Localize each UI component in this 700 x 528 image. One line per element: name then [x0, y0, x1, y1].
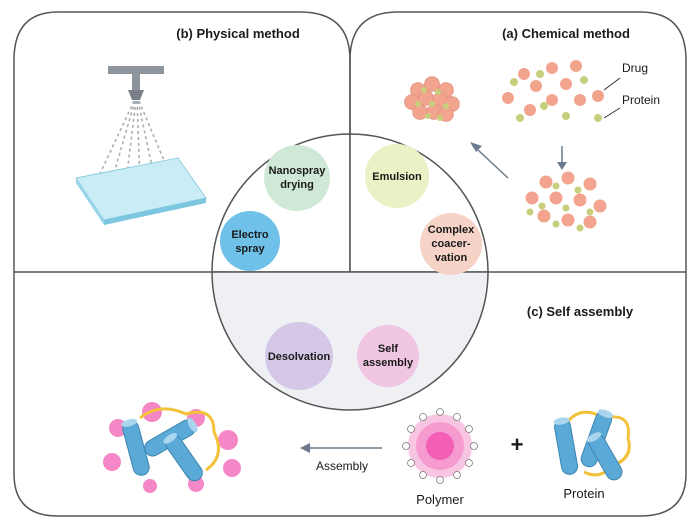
panel-physical-border: [13, 11, 351, 272]
spray-head: [108, 66, 164, 74]
method-electrospray: Electro spray: [220, 211, 280, 271]
down-arrow: [557, 146, 567, 170]
spray-stem: [132, 74, 140, 90]
polymer-micelle: [402, 408, 478, 484]
self-line2: assembly: [363, 357, 414, 369]
nanospray-line2: drying: [280, 179, 314, 191]
method-desolvation: Desolvation: [265, 322, 333, 390]
panel-chemical-border: [349, 11, 687, 272]
method-complex-coacervation: Complex coacer- vation: [420, 213, 482, 275]
drug-pointer: [603, 77, 621, 91]
nanospray-line1: Nanospray: [269, 165, 327, 177]
spray-nozzle: [128, 90, 144, 100]
physical-method-title: (b) Physical method: [176, 26, 300, 41]
method-emulsion: Emulsion: [365, 144, 429, 208]
self-bubble: [357, 325, 419, 387]
nanoparticle-cluster: [404, 76, 460, 122]
method-self-assembly: Self assembly: [357, 325, 419, 387]
assembly-arrow: [300, 443, 382, 453]
panel-self-assembly-border: [13, 272, 687, 517]
electrospray-bubble: [220, 211, 280, 271]
polymer-charges: [402, 408, 478, 484]
self-assembly-title: (c) Self assembly: [527, 304, 634, 319]
spray-substrate-side: [76, 178, 104, 225]
dispersed-particles: [502, 60, 604, 122]
complex-bubble: [420, 213, 482, 275]
drug-label: Drug: [622, 61, 648, 75]
emulsion-line1: Emulsion: [372, 171, 422, 183]
electrospray-line2: spray: [235, 243, 265, 255]
diagonal-arrow: [470, 142, 509, 179]
protein-structure: [553, 409, 631, 481]
protein-pointer: [603, 107, 621, 119]
wheel-bottom: [211, 271, 489, 411]
electrospray-line1: Electro: [231, 229, 269, 241]
assembly-label: Assembly: [316, 459, 368, 473]
complex-line1: Complex: [428, 224, 475, 236]
emulsion-bubble: [365, 144, 429, 208]
chemical-method-title: (a) Chemical method: [502, 26, 630, 41]
plus-sign: +: [511, 432, 524, 457]
spray-substrate-edge: [104, 198, 206, 225]
assembled-complex: [103, 402, 241, 493]
method-nanospray: Nanospray drying: [264, 145, 330, 211]
complex-line3: vation: [435, 252, 468, 264]
self-line1: Self: [378, 343, 399, 355]
complex-line2: coacer-: [431, 238, 470, 250]
spray-device-illustration: [75, 66, 207, 225]
nanospray-bubble: [264, 145, 330, 211]
protein-label-chemical: Protein: [622, 93, 660, 107]
desolvation-line1: Desolvation: [268, 351, 331, 363]
polymer-label: Polymer: [416, 492, 464, 507]
protein-label-self: Protein: [563, 486, 604, 501]
coacervate-particles: [525, 171, 607, 232]
desolvation-bubble: [265, 322, 333, 390]
